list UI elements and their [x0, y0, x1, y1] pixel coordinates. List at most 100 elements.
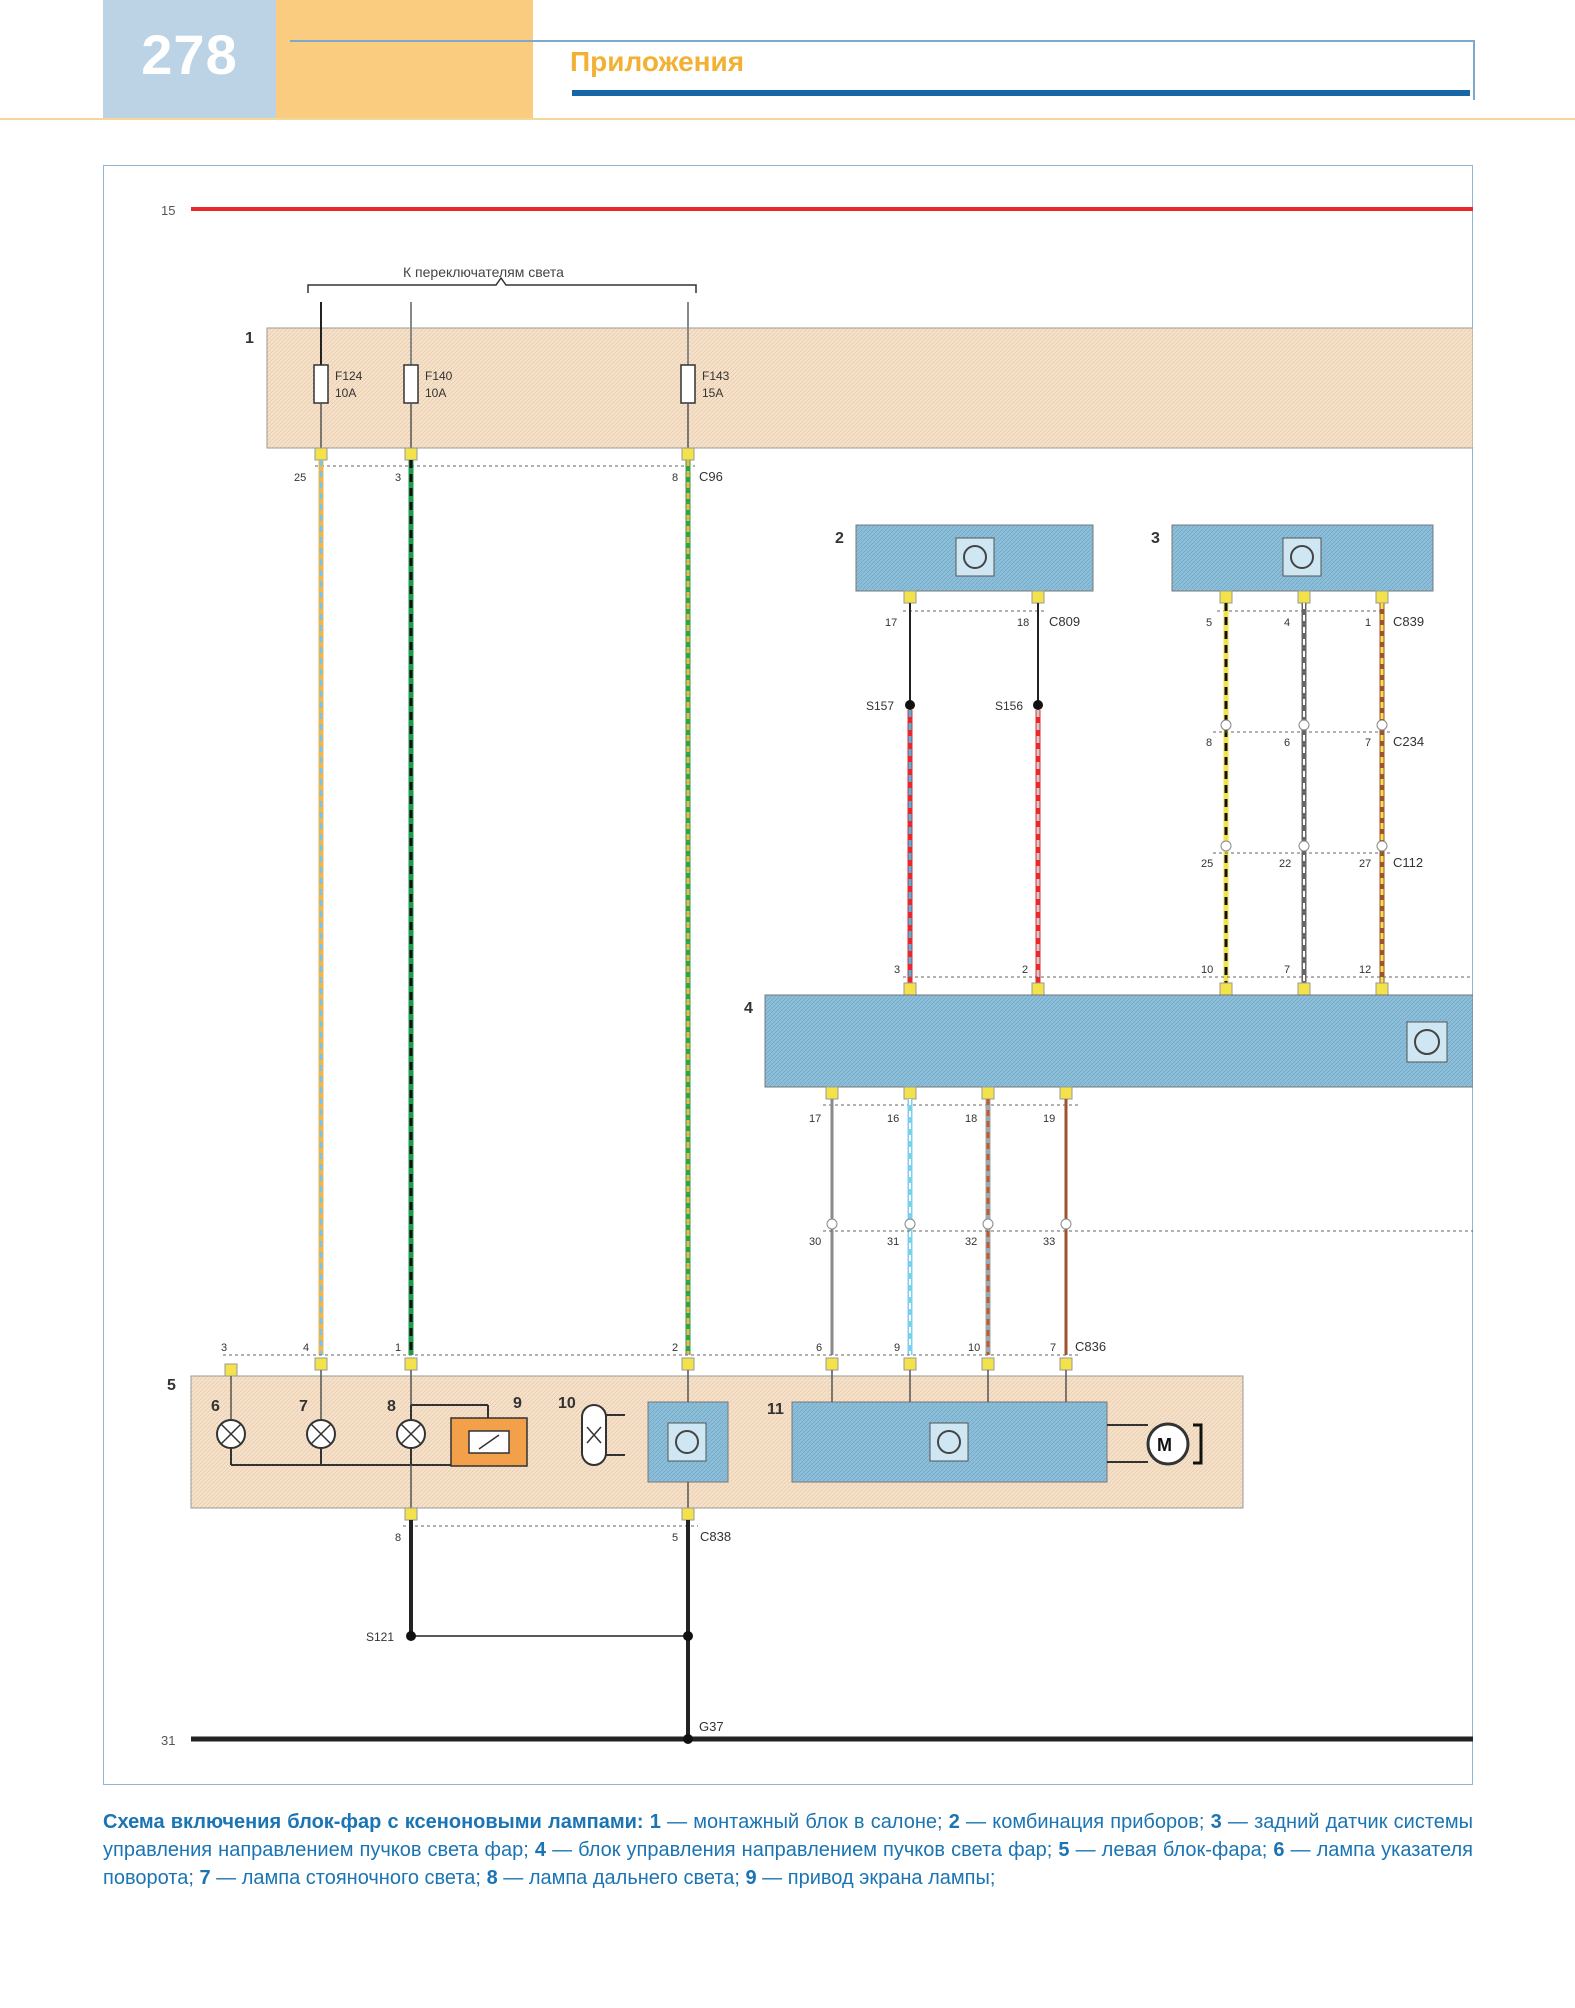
fuse-f124 [313, 364, 329, 404]
m4-top-pin-a [903, 982, 917, 996]
module-4-number: 4 [744, 1000, 753, 1017]
c839-pin-label-a: 5 [1206, 617, 1212, 629]
c96-pin-label-b: 3 [395, 472, 401, 484]
c809-pin-label-a: 17 [885, 617, 897, 629]
m4-bot-pin-label-b: 16 [887, 1113, 899, 1125]
fuse-f143 [680, 364, 696, 404]
header-divider [0, 118, 1575, 120]
c96-pin-label-a: 25 [294, 472, 306, 484]
c836-pin-label-7: 10 [968, 1342, 980, 1354]
mid-pin-label-b: 31 [887, 1236, 899, 1248]
module-2-chip-icon [963, 545, 987, 569]
module-4-box [764, 994, 1474, 1088]
actuator-ecu-icon [929, 1422, 969, 1462]
m4-bot-pin-d [1059, 1086, 1073, 1100]
module-2-icon [955, 537, 995, 577]
component-11-number: 11 [767, 1401, 784, 1418]
module-1-number: 1 [245, 330, 254, 347]
c809-pin-label-b: 18 [1017, 617, 1029, 629]
caption-item: 2 — комбинация приборов; [948, 1811, 1205, 1833]
module-2-number: 2 [835, 530, 844, 547]
section-title: Приложения [570, 46, 745, 77]
splice-s121-label: S121 [366, 1630, 394, 1644]
fuse-f140-rating: 10A [425, 386, 446, 400]
c96-pin-label-c: 8 [672, 472, 678, 484]
c234-pin-b [1298, 719, 1310, 731]
m4-top-pin-label-b: 2 [1022, 964, 1028, 976]
component-10-number: 10 [558, 1395, 576, 1412]
module-4-ecu-icon [1414, 1029, 1440, 1055]
c234-pin-label-b: 6 [1284, 737, 1290, 749]
c836-pin-label-2: 4 [303, 1342, 309, 1354]
c96-pin-a [314, 447, 328, 461]
caption-item: 7 — лампа стояночного света; [199, 1867, 481, 1889]
c234-pin-a [1220, 719, 1232, 731]
igniter-icon [667, 1422, 707, 1462]
caption-item: 9 — привод экрана лампы; [745, 1867, 996, 1889]
c234-label: C234 [1393, 734, 1424, 749]
splice-s156 [1033, 700, 1043, 710]
ground-label: G37 [699, 1719, 724, 1734]
page-header: 278 Приложения [0, 0, 1575, 120]
caption-item: 4 — блок управления направлением пучков … [534, 1839, 1053, 1861]
c836-pin-a [224, 1363, 238, 1377]
c809-pin-b [1031, 590, 1045, 604]
c836-pin-label-5: 6 [816, 1342, 822, 1354]
fuse-f140-name: F140 [425, 369, 453, 383]
c234-pin-label-c: 7 [1365, 737, 1371, 749]
c836-pin-label-3: 1 [395, 1342, 401, 1354]
component-6-number: 6 [211, 1398, 220, 1415]
c809-label: C809 [1049, 614, 1080, 629]
c112-pin-label-c: 27 [1359, 858, 1371, 870]
page-number-box: 278 [103, 0, 276, 118]
page-number: 278 [141, 23, 238, 86]
c839-pin-label-b: 4 [1284, 617, 1290, 629]
splice-s121 [406, 1631, 416, 1641]
c839-pin-label-c: 1 [1365, 617, 1371, 629]
splice-s156-label: S156 [995, 699, 1023, 713]
c112-label: C112 [1393, 855, 1423, 870]
c234-pin-label-a: 8 [1206, 737, 1212, 749]
c112-pin-label-b: 22 [1279, 858, 1291, 870]
module-4-icon [1406, 1021, 1448, 1063]
c838-pin-label-a: 8 [395, 1532, 401, 1544]
m4-bot-pin-label-d: 19 [1043, 1113, 1055, 1125]
caption-item: 6 — лампа указателя поворота; [103, 1839, 1474, 1889]
fuse-f140 [403, 364, 419, 404]
caption-item: 8 — лампа дальнего света; [486, 1867, 740, 1889]
mid-pin-c [982, 1218, 994, 1230]
c836-pin-label-8: 7 [1050, 1342, 1056, 1354]
c96-pin-c [681, 447, 695, 461]
mid-pin-b [904, 1218, 916, 1230]
fuse-f143-name: F143 [702, 369, 730, 383]
module-3-number: 3 [1151, 530, 1160, 547]
m4-top-pin-c [1219, 982, 1233, 996]
figure-caption: Схема включения блок-фар с ксеноновыми л… [103, 1808, 1473, 1892]
module-1-box [266, 327, 1474, 449]
mid-pin-label-c: 32 [965, 1236, 977, 1248]
m4-top-pin-d [1297, 982, 1311, 996]
m4-bot-pin-c [981, 1086, 995, 1100]
module-3-sensor-icon [1290, 545, 1314, 569]
section-color-block [276, 0, 533, 118]
c112-pin-a [1220, 840, 1232, 852]
m4-top-pin-label-a: 3 [894, 964, 900, 976]
c96-label: C96 [699, 469, 723, 484]
c96-pin-b [404, 447, 418, 461]
caption-item: 1 — монтажный блок в салоне; [649, 1811, 943, 1833]
m4-bot-pin-label-c: 18 [965, 1113, 977, 1125]
bracket-label: К переключателям света [403, 264, 564, 280]
splice-s121-b [683, 1631, 693, 1641]
wiring-diagram: 15 31 К переключателям света 1 F124 10A … [103, 165, 1474, 1785]
c112-pin-c [1376, 840, 1388, 852]
c838-pin-a [404, 1507, 418, 1521]
splice-s157-label: S157 [866, 699, 894, 713]
splice-s157 [905, 700, 915, 710]
c839-pin-a [1219, 590, 1233, 604]
c234-pin-c [1376, 719, 1388, 731]
mid-pin-d [1060, 1218, 1072, 1230]
c838-pin-b [681, 1507, 695, 1521]
m4-top-pin-label-d: 7 [1284, 964, 1290, 976]
c112-pin-label-a: 25 [1201, 858, 1213, 870]
fuse-f124-name: F124 [335, 369, 363, 383]
